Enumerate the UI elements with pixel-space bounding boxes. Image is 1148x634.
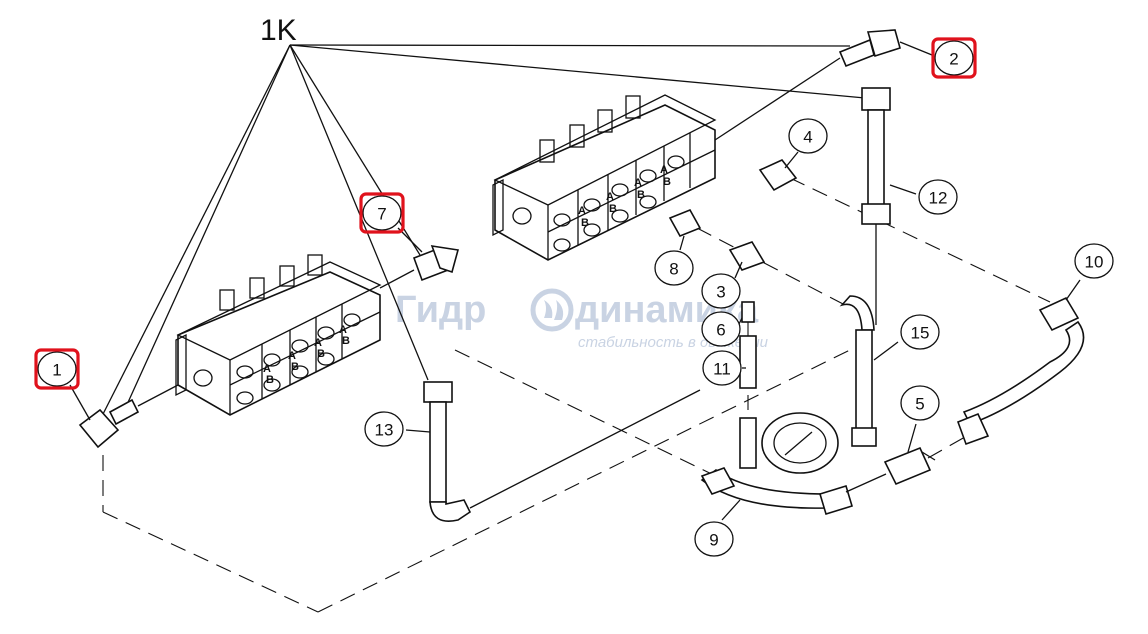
callout-1-leader xyxy=(69,384,91,421)
callout-12-number: 12 xyxy=(929,189,948,208)
valve-right-letter-a-4: A xyxy=(660,164,668,176)
valve-left-letter-b-3: B xyxy=(317,348,325,360)
valve-left-letter-a-1: A xyxy=(263,363,271,375)
valve-block-left: A A A A B B B B xyxy=(175,254,382,416)
callout-4-number: 4 xyxy=(803,128,812,147)
part-6-fitting xyxy=(741,301,755,323)
callout-13-number: 13 xyxy=(375,421,394,440)
callout-3-leader xyxy=(734,261,743,279)
callout-3: 3 xyxy=(701,261,743,309)
part-12-hose xyxy=(861,87,891,325)
valve-right-letter-b-3: B xyxy=(637,189,645,201)
callout-15: 15 xyxy=(873,314,940,361)
callout-13: 13 xyxy=(364,411,431,447)
part-5-tee-fitting xyxy=(883,446,936,486)
callout-11-number: 11 xyxy=(713,360,731,379)
callout-8-leader xyxy=(679,235,685,251)
callout-4-leader xyxy=(784,151,799,169)
callout-5-number: 5 xyxy=(915,395,924,414)
valve-right-letter-b-1: B xyxy=(581,217,589,229)
watermark-logo xyxy=(530,288,574,332)
valve-block-right: A A A A B B B B xyxy=(492,94,717,261)
callout-7-number: 7 xyxy=(377,205,386,224)
callout-1-circle xyxy=(37,351,77,387)
part-4-adapter xyxy=(758,159,798,192)
valve-left-letter-b-2: B xyxy=(291,361,299,373)
callout-4-circle xyxy=(788,118,828,154)
part-7-elbow-fitting xyxy=(379,245,460,289)
assembly-label: 1K xyxy=(260,14,297,47)
part-2-elbow-fitting xyxy=(714,29,901,141)
part-13-hose xyxy=(423,381,701,522)
callout-1-number: 1 xyxy=(52,361,61,380)
callout-2-highlight-box xyxy=(931,37,977,79)
part-15-hose xyxy=(839,295,877,447)
watermark-title-left: Гидр xyxy=(395,289,486,331)
callout-6-number: 6 xyxy=(716,321,725,340)
valve-left-letter-a-2: A xyxy=(288,350,296,362)
callout-2-circle xyxy=(934,40,974,76)
callout-9-number: 9 xyxy=(709,531,718,550)
gauge xyxy=(761,412,839,474)
callout-1: 1 xyxy=(34,348,91,421)
callout-15-number: 15 xyxy=(911,324,930,343)
valve-right-letter-a-3: A xyxy=(634,177,642,189)
part-10-hose xyxy=(956,296,1085,446)
valve-left-letter-a-4: A xyxy=(339,324,347,336)
part-3-adapter xyxy=(728,241,766,271)
callout-11-circle xyxy=(702,350,742,386)
callout-9-circle xyxy=(694,521,734,557)
callout-11: 11 xyxy=(702,350,746,386)
callout-9: 9 xyxy=(694,499,741,557)
callout-8: 8 xyxy=(654,235,694,286)
valve-left-letter-b-1: B xyxy=(266,374,274,386)
callout-7: 7 xyxy=(359,192,423,253)
valve-right-letter-b-2: B xyxy=(609,203,617,215)
valve-right-letter-b-4: B xyxy=(663,176,671,188)
valve-left-letter-a-3: A xyxy=(314,337,322,349)
part-8-adapter xyxy=(668,208,702,238)
callout-12: 12 xyxy=(889,179,958,215)
callout-13-circle xyxy=(364,411,404,447)
callout-2-number: 2 xyxy=(949,50,958,69)
callout-8-number: 8 xyxy=(669,260,678,279)
part-11-sensor xyxy=(739,335,757,389)
callout-8-circle xyxy=(654,250,694,286)
part-1-elbow-fitting xyxy=(78,384,179,449)
callout-2: 2 xyxy=(899,37,977,79)
part-9-hose xyxy=(700,467,853,516)
dashed-lines xyxy=(102,177,1051,613)
callout-6: 6 xyxy=(701,311,743,347)
fittings-and-hoses xyxy=(78,29,1085,522)
assembly-leader-lines xyxy=(99,44,866,421)
callout-4: 4 xyxy=(784,118,828,169)
callout-13-leader xyxy=(405,429,431,433)
callout-10-circle xyxy=(1074,243,1114,279)
callout-5-leader xyxy=(907,423,917,453)
callout-15-leader xyxy=(873,341,899,361)
callout-3-circle xyxy=(701,273,741,309)
callout-5-circle xyxy=(900,385,940,421)
callout-9-leader xyxy=(721,499,741,521)
callout-2-leader xyxy=(899,41,933,56)
callout-7-circle xyxy=(362,195,402,231)
valve-right-letter-a-1: A xyxy=(578,205,586,217)
valve-right-letter-a-2: A xyxy=(606,191,614,203)
valve-left-letter-b-4: B xyxy=(342,335,350,347)
callout-10-leader xyxy=(1065,279,1081,301)
callout-10: 10 xyxy=(1065,243,1114,301)
callout-15-circle xyxy=(900,314,940,350)
callout-5: 5 xyxy=(900,385,940,453)
callout-12-leader xyxy=(889,184,917,195)
callout-10-number: 10 xyxy=(1085,253,1104,272)
callout-12-circle xyxy=(918,179,958,215)
callout-6-circle xyxy=(701,311,741,347)
callout-3-number: 3 xyxy=(716,283,725,302)
callout-1-highlight-box xyxy=(34,348,80,390)
callout-7-highlight-box xyxy=(359,192,405,234)
